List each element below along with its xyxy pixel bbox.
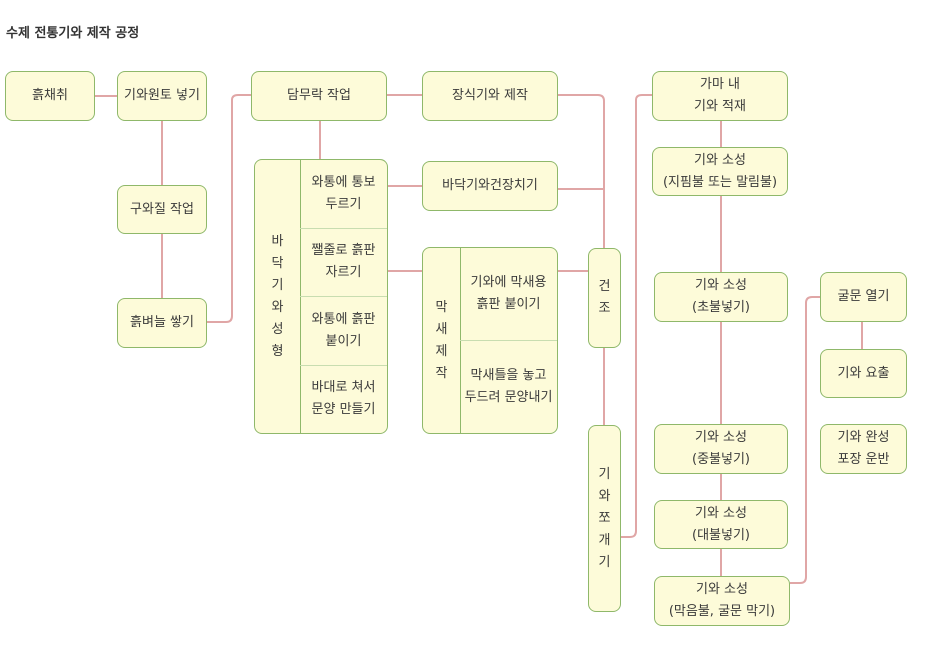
node-clay-pile: 흙벼늘 쌓기 xyxy=(117,298,207,348)
end-tile-step: 막새틀을 놓고 두드려 문양내기 xyxy=(464,368,553,405)
forming-step: 와통에 통보 두르기 xyxy=(300,160,387,229)
page-title: 수제 전통기와 제작 공정 xyxy=(6,26,140,41)
node-wall-work: 담무락 작업 xyxy=(251,71,387,121)
node-firing-1: 기와 소성 (지핌불 또는 말림불) xyxy=(652,147,788,196)
node-add-clay: 기와원토 넣기 xyxy=(117,71,207,121)
group-floor-tile-forming-label: 바 닥 기 와 성 형 xyxy=(255,160,301,433)
forming-step: 와통에 흙판 붙이기 xyxy=(300,297,387,366)
node-take-out-tiles: 기와 요출 xyxy=(820,349,907,398)
node-firing-4: 기와 소성 (대불넣기) xyxy=(654,500,788,549)
node-complete-pack-ship: 기와 완성 포장 운반 xyxy=(820,424,907,474)
group-floor-tile-forming: 바 닥 기 와 성 형 와통에 통보 두르기 쨀줄로 흙판 자르기 와통에 흙판… xyxy=(254,159,388,434)
node-soil-collection: 흙채취 xyxy=(5,71,95,121)
node-kneading: 구와질 작업 xyxy=(117,185,207,234)
node-firing-5: 기와 소성 (막음불, 굴문 막기) xyxy=(654,576,790,626)
node-kiln-loading: 가마 내 기와 적재 xyxy=(652,71,788,121)
node-firing-3: 기와 소성 (중불넣기) xyxy=(654,424,788,474)
node-tile-splitting: 기 와 쪼 개 기 xyxy=(588,425,621,612)
forming-step: 쨀줄로 흙판 자르기 xyxy=(300,229,387,297)
node-drying: 건 조 xyxy=(588,248,621,348)
group-end-tile-making: 막 새 제 작 기와에 막새용 흙판 붙이기 막새틀을 놓고 두드려 문양내기 xyxy=(422,247,558,434)
node-floor-tile-drying-rack: 바닥기와건장치기 xyxy=(422,161,558,211)
node-open-kiln-door: 굴문 열기 xyxy=(820,272,907,322)
node-ornamental-tile: 장식기와 제작 xyxy=(422,71,558,121)
group-end-tile-making-label: 막 새 제 작 xyxy=(423,248,461,433)
node-firing-2: 기와 소성 (초불넣기) xyxy=(654,272,788,322)
end-tile-step: 기와에 막새용 흙판 붙이기 xyxy=(460,248,557,341)
forming-step: 바대로 쳐서 문양 만들기 xyxy=(311,380,376,418)
